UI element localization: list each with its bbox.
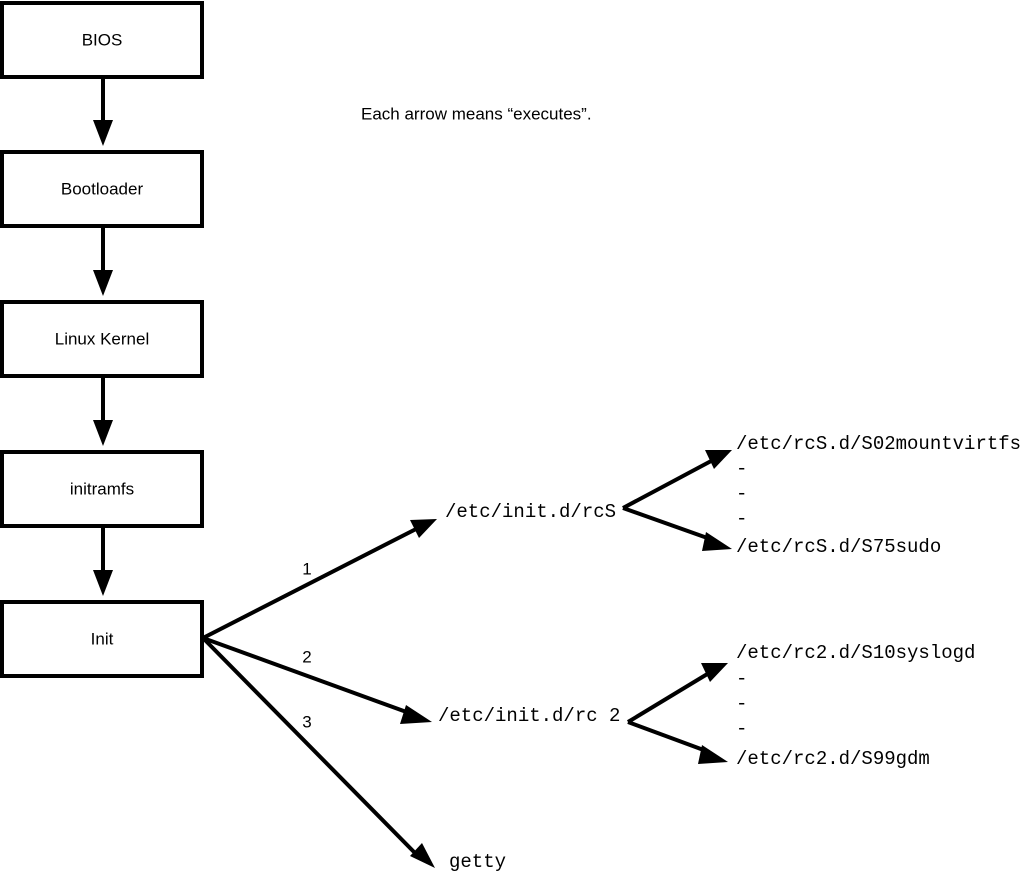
arrow-head-icon — [410, 843, 435, 868]
node-linux-kernel[interactable]: Linux Kernel — [0, 300, 204, 378]
arrow-rcs-to-last-script — [622, 506, 732, 551]
label-rcs-ellipsis-2: - — [736, 483, 747, 505]
label-rc2-script-last[interactable]: /etc/rc2.d/S99gdm — [736, 748, 930, 770]
node-bios-label: BIOS — [82, 30, 123, 49]
edge-number-1: 1 — [302, 559, 311, 578]
label-rcs-script-last[interactable]: /etc/rcS.d/S75sudo — [736, 536, 941, 558]
arrow-head-icon — [701, 663, 728, 682]
edge-number-2: 2 — [302, 647, 311, 666]
diagram-note: Each arrow means “executes”. — [361, 104, 592, 123]
arrow-head-icon — [410, 519, 437, 538]
label-init-d-rcs[interactable]: /etc/init.d/rcS — [445, 501, 616, 523]
node-init-box — [0, 600, 204, 678]
node-bios[interactable]: BIOS — [0, 1, 204, 79]
label-rcs-ellipsis-3: - — [736, 508, 747, 530]
arrow-initramfs-to-init — [93, 526, 113, 596]
arrow-rc2-to-first-script — [626, 663, 728, 724]
label-rc2-ellipsis-1: - — [736, 668, 747, 690]
node-bootloader[interactable]: Bootloader — [0, 150, 204, 228]
label-rcs-script-first[interactable]: /etc/rcS.d/S02mountvirtfs — [736, 433, 1021, 455]
arrow-head-icon — [93, 420, 113, 446]
arrow-kernel-to-initramfs — [93, 376, 113, 446]
node-initramfs-label: initramfs — [70, 479, 134, 498]
node-bootloader-label: Bootloader — [61, 179, 144, 198]
arrow-init-to-rcs — [202, 519, 437, 640]
arrow-rcs-to-first-script — [622, 450, 732, 510]
arrow-head-icon — [698, 745, 728, 764]
arrow-bootloader-to-kernel — [93, 226, 113, 296]
node-bios-box — [0, 1, 204, 79]
label-rc2-script-first[interactable]: /etc/rc2.d/S10syslogd — [736, 642, 975, 664]
label-getty[interactable]: getty — [449, 851, 506, 873]
node-init[interactable]: Init — [0, 600, 204, 678]
node-initramfs[interactable]: initramfs — [0, 450, 204, 528]
node-linux-kernel-label: Linux Kernel — [55, 329, 150, 348]
arrow-head-icon — [93, 270, 113, 296]
arrow-rc2-to-last-script — [627, 720, 728, 764]
arrow-head-icon — [702, 532, 732, 551]
label-init-d-rc2[interactable]: /etc/init.d/rc 2 — [438, 705, 620, 727]
label-rcs-ellipsis-1: - — [736, 458, 747, 480]
arrow-bios-to-bootloader — [93, 77, 113, 146]
node-initramfs-box — [0, 450, 204, 528]
label-rc2-ellipsis-3: - — [736, 718, 747, 740]
edge-number-3: 3 — [302, 712, 311, 731]
arrow-init-to-getty — [201, 636, 435, 868]
arrow-head-icon — [93, 120, 113, 146]
label-rc2-ellipsis-2: - — [736, 693, 747, 715]
arrow-head-icon — [705, 450, 732, 469]
arrow-init-to-rc2 — [202, 636, 432, 724]
arrow-head-icon — [400, 705, 432, 724]
node-init-label: Init — [91, 629, 114, 648]
arrow-head-icon — [93, 570, 113, 596]
